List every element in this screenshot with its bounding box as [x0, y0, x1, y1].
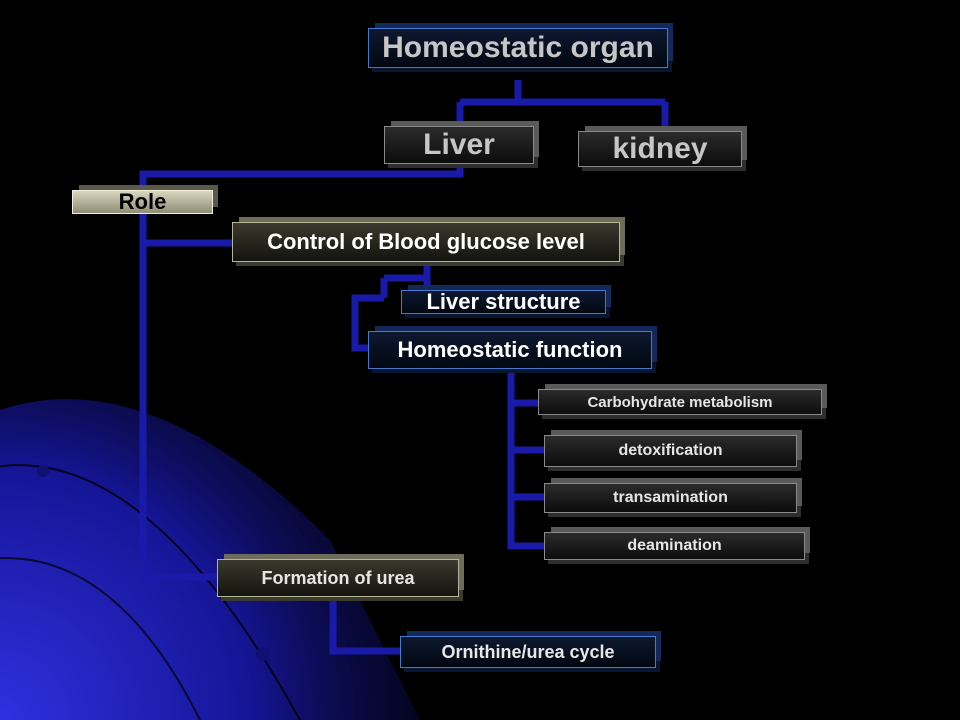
kidney-node: kidney — [578, 131, 742, 167]
tree-connectors — [139, 80, 669, 655]
role-node: Role — [72, 189, 213, 214]
corner-glow-band — [0, 399, 420, 720]
connector-urea-to-cycle — [329, 597, 404, 655]
connector-function-trunk — [507, 368, 546, 550]
glucose-control-node: Control of Blood glucose level — [232, 222, 620, 262]
homeostatic-function-node: Homeostatic function — [368, 331, 652, 369]
connector-liver-to-role — [139, 162, 464, 192]
urea-cycle-node: Ornithine/urea cycle — [400, 636, 656, 668]
connector-role-trunk — [139, 212, 222, 581]
function-item-detoxification: detoxification — [544, 435, 797, 467]
function-item-carbohydrate: Carbohydrate metabolism — [538, 389, 822, 415]
urea-formation-node: Formation of urea — [217, 559, 459, 597]
connector-root-to-organs — [456, 80, 669, 130]
liver-structure-node: Liver structure — [401, 289, 606, 314]
function-item-transamination: transamination — [544, 483, 797, 513]
root-node: Homeostatic organ — [368, 28, 668, 68]
liver-node: Liver — [384, 126, 534, 164]
decorative-arc — [0, 557, 201, 720]
decorative-dot — [256, 647, 270, 661]
function-item-deamination: deamination — [544, 532, 805, 560]
decorative-dot — [37, 465, 49, 477]
connector-glucose-to-function — [351, 278, 388, 352]
